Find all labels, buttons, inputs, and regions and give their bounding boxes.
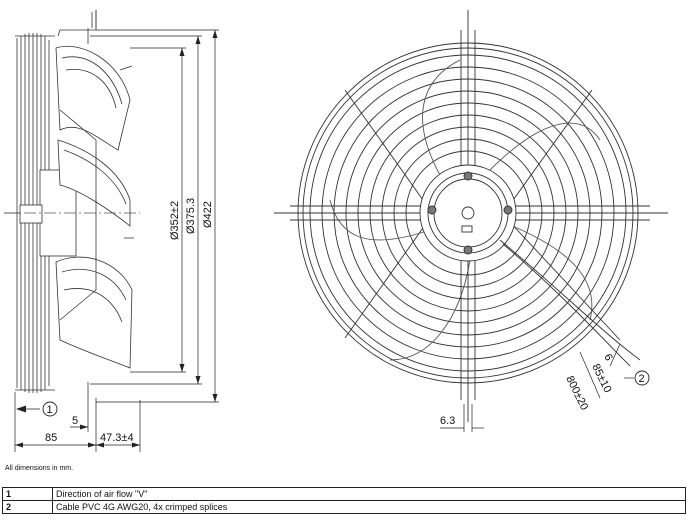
dim-5: 5: [72, 415, 78, 427]
legend-row: 1 Direction of air flow "V": [2, 487, 686, 501]
side-blade-lower: [55, 256, 133, 369]
cable: [499, 239, 641, 361]
dim-47: 47.3±4: [100, 432, 134, 444]
hub-screw-right: [503, 205, 513, 215]
hub-screw-top: [463, 171, 473, 181]
front-view: [274, 10, 668, 422]
legend-number: 1: [2, 487, 53, 501]
dim-6-3: 6.3: [440, 415, 455, 427]
dim-d422: Ø422: [202, 201, 214, 228]
dim-d352: Ø352±2: [169, 201, 181, 240]
hub-screw-bottom: [463, 245, 473, 255]
side-view: [4, 10, 140, 412]
dim-d375: Ø375.3: [185, 198, 197, 234]
side-top-bracket: [57, 10, 97, 37]
legend-text: Direction of air flow "V": [52, 487, 686, 501]
dimensions-note: All dimensions in mm.: [5, 465, 74, 472]
dim-85-10: 85±10: [589, 362, 613, 395]
dim-800: 800±20: [563, 374, 590, 412]
front-dimension-lines: [440, 343, 634, 432]
flow-callout-number: 1: [47, 404, 53, 416]
legend-text: Cable PVC 4G AWG20, 4x crimped splices: [52, 500, 686, 514]
legend-row: 2 Cable PVC 4G AWG20, 4x crimped splices: [2, 500, 686, 514]
flow-callout-circle: [42, 401, 58, 417]
side-arrowheads: [15, 30, 218, 448]
hub-screw-left: [427, 205, 437, 215]
front-blades: [329, 59, 601, 361]
dim-6: 6: [601, 352, 614, 363]
cable-callout-number: 2: [639, 373, 645, 385]
side-blade-upper: [55, 45, 131, 151]
legend-number: 2: [2, 500, 53, 514]
cable-callout-circle: [634, 370, 650, 386]
dim-85: 85: [45, 432, 57, 444]
technical-drawing: 1 Ø352±2 Ø375.3 Ø422 85 5 47.3±4: [4, 10, 668, 452]
legend-table: 1 Direction of air flow "V" 2 Cable PVC …: [2, 487, 686, 514]
